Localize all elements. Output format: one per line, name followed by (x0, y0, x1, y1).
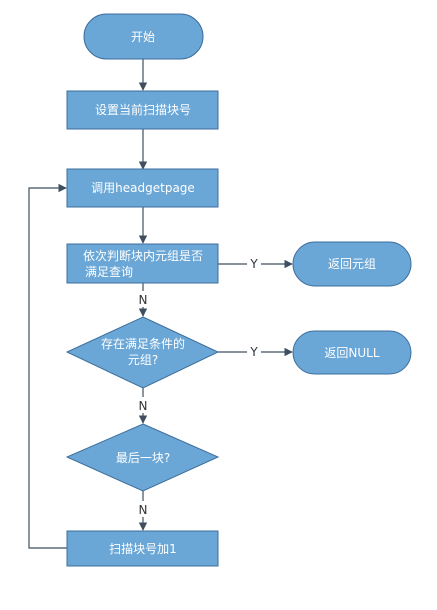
node-start: 开始 (83, 13, 204, 60)
node-last-block-label: 最后一块? (116, 451, 170, 465)
node-return-null: 返回NULL (292, 330, 412, 375)
node-return-tuple-label: 返回元组 (328, 257, 376, 271)
node-increment-block: 扫描块号加1 (66, 530, 219, 567)
node-exists-tuple: 存在满足条件的 元组? (65, 316, 220, 389)
node-check-tuples-line2: 满足查询 (85, 265, 133, 279)
node-set-block-label: 设置当前扫描块号 (95, 102, 191, 117)
node-return-tuple: 返回元组 (292, 241, 412, 287)
node-call-headgetpage: 调用headgetpage (66, 168, 219, 208)
node-call-headgetpage-label: 调用headgetpage (91, 181, 195, 195)
node-exists-tuple-line2: 元组? (128, 353, 158, 367)
node-increment-block-label: 扫描块号加1 (109, 542, 177, 556)
edge-increment-loop-back (28, 183, 67, 549)
edge-label-check-yes: Y (249, 257, 258, 271)
node-last-block: 最后一块? (65, 423, 220, 492)
edge-label-check-no: N (139, 293, 148, 307)
node-return-null-label: 返回NULL (324, 346, 379, 360)
node-exists-tuple-line1: 存在满足条件的 (101, 336, 185, 351)
node-set-block: 设置当前扫描块号 (66, 90, 219, 130)
nodes: 开始 设置当前扫描块号 调用headgetpage 依次判断块内元组是否 满足查… (65, 13, 412, 567)
edge-labels: Y N Y N N (136, 256, 261, 517)
edge-label-last-no: N (139, 503, 148, 517)
edge-label-exists-yes: Y (249, 345, 258, 359)
edge-label-exists-no: N (139, 399, 148, 413)
node-check-tuples-line1: 依次判断块内元组是否 (83, 248, 203, 263)
node-start-label: 开始 (131, 30, 155, 44)
node-check-tuples: 依次判断块内元组是否 满足查询 (66, 243, 219, 284)
